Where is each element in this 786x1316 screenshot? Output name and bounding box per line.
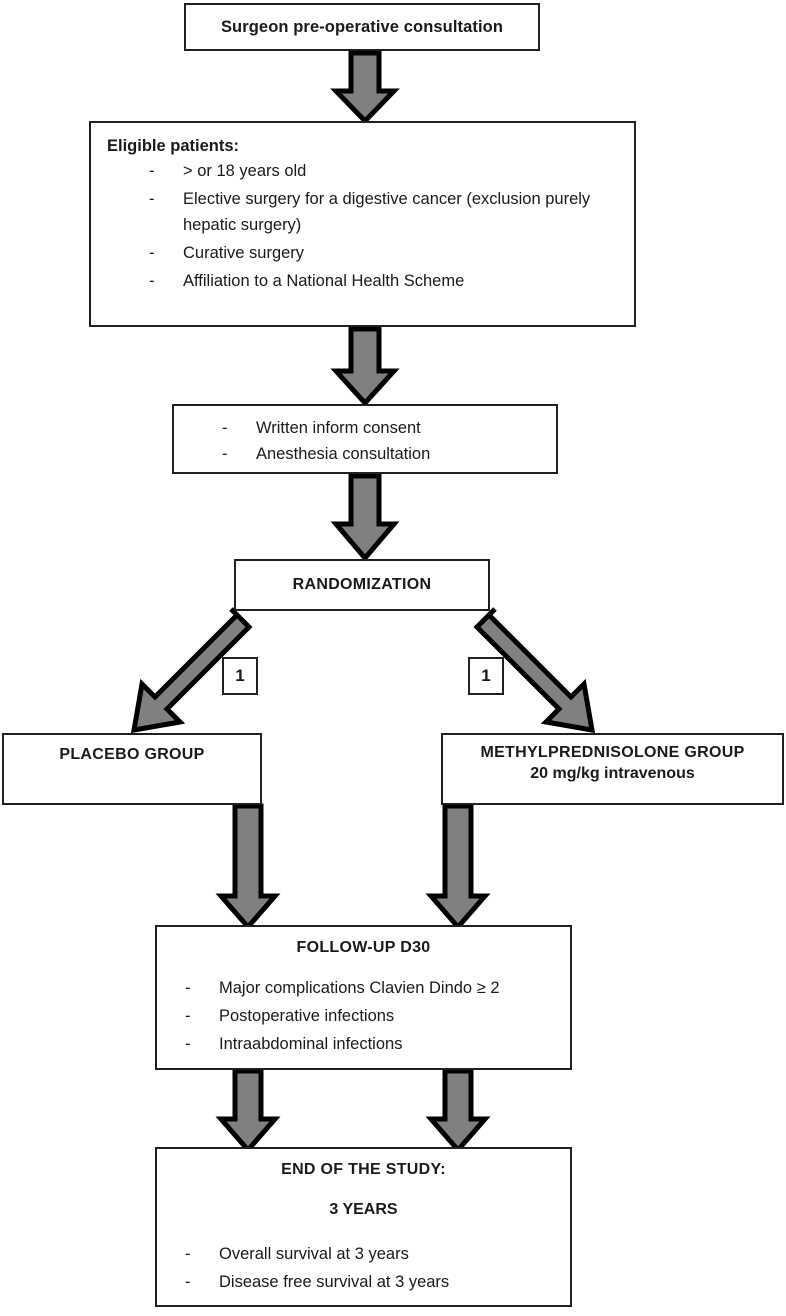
eligible-heading: Eligible patients: <box>107 137 240 155</box>
node-surgeon-consultation: Surgeon pre-operative consultation <box>184 3 540 51</box>
list-item: - Affiliation to a National Health Schem… <box>149 268 622 294</box>
list-item: - Written inform consent <box>222 415 546 441</box>
followup-outcome: Postoperative infections <box>219 1007 395 1025</box>
list-item: - Disease free survival at 3 years <box>185 1269 562 1295</box>
list-item: - Major complications Clavien Dindo ≥ 2 <box>185 975 562 1001</box>
bullet-dash-icon: - <box>185 1007 191 1025</box>
bullet-dash-icon: - <box>222 445 228 463</box>
node-randomization: RANDOMIZATION <box>234 559 490 611</box>
node-consent-anesthesia: - Written inform consent - Anesthesia co… <box>172 404 558 474</box>
consent-item: Anesthesia consultation <box>256 445 431 463</box>
end-outcome: Overall survival at 3 years <box>219 1245 409 1263</box>
eligible-criteria-list: - > or 18 years old - Elective surgery f… <box>107 158 622 294</box>
arrow-consultation-to-eligible <box>330 50 400 125</box>
list-item: - Anesthesia consultation <box>222 441 546 467</box>
followup-heading: FOLLOW-UP D30 <box>296 939 431 956</box>
node-followup-d30: FOLLOW-UP D30 - Major complications Clav… <box>155 925 572 1070</box>
end-outcomes-list: - Overall survival at 3 years - Disease … <box>165 1241 562 1295</box>
list-item: - > or 18 years old <box>149 158 622 184</box>
allocation-ratio-left: 1 <box>222 657 258 695</box>
list-item: - Overall survival at 3 years <box>185 1241 562 1267</box>
bullet-dash-icon: - <box>185 1245 191 1263</box>
consent-item: Written inform consent <box>256 419 421 437</box>
bullet-dash-icon: - <box>149 244 155 262</box>
arrow-placebo-to-followup <box>215 803 281 931</box>
arrow-consent-to-randomization <box>330 473 400 562</box>
arrow-followup-to-end-right <box>425 1068 491 1154</box>
arrow-randomization-to-placebo <box>130 607 253 734</box>
arrow-methylprednisolone-to-followup <box>425 803 491 931</box>
eligible-criterion: Affiliation to a National Health Scheme <box>183 272 465 290</box>
arrow-eligible-to-consent <box>330 326 400 407</box>
bullet-dash-icon: - <box>149 272 155 290</box>
end-duration: 3 YEARS <box>329 1201 398 1218</box>
followup-outcome: Major complications Clavien Dindo ≥ 2 <box>219 979 500 997</box>
list-item: - Elective surgery for a digestive cance… <box>149 186 622 238</box>
node-methylprednisolone-group: METHYLPREDNISOLONE GROUP 20 mg/kg intrav… <box>441 733 784 805</box>
allocation-ratio-right: 1 <box>468 657 504 695</box>
bullet-dash-icon: - <box>185 1273 191 1291</box>
followup-outcomes-list: - Major complications Clavien Dindo ≥ 2 … <box>165 975 562 1057</box>
randomization-label: RANDOMIZATION <box>292 576 432 593</box>
bullet-dash-icon: - <box>149 162 155 180</box>
methylprednisolone-dose: 20 mg/kg intravenous <box>530 765 695 782</box>
methylprednisolone-label: METHYLPREDNISOLONE GROUP <box>480 744 745 761</box>
consent-list: - Written inform consent - Anesthesia co… <box>184 415 546 467</box>
node-end-of-study: END OF THE STUDY: 3 YEARS - Overall surv… <box>155 1147 572 1307</box>
list-item: - Intraabdominal infections <box>185 1031 562 1057</box>
bullet-dash-icon: - <box>222 419 228 437</box>
placebo-label: PLACEBO GROUP <box>59 746 205 763</box>
eligible-criterion: Curative surgery <box>183 244 305 262</box>
bullet-dash-icon: - <box>149 190 155 208</box>
end-heading: END OF THE STUDY: <box>281 1161 446 1178</box>
list-item: - Curative surgery <box>149 240 622 266</box>
node-placebo-group: PLACEBO GROUP <box>2 733 262 805</box>
arrow-followup-to-end-left <box>215 1068 281 1154</box>
bullet-dash-icon: - <box>185 979 191 997</box>
eligible-criterion: Elective surgery for a digestive cancer … <box>183 190 591 234</box>
node-eligible-patients: Eligible patients: - > or 18 years old -… <box>89 121 636 327</box>
followup-outcome: Intraabdominal infections <box>219 1035 403 1053</box>
end-outcome: Disease free survival at 3 years <box>219 1273 450 1291</box>
arrow-randomization-to-methylprednisolone <box>473 607 596 734</box>
list-item: - Postoperative infections <box>185 1003 562 1029</box>
eligible-criterion: > or 18 years old <box>183 162 307 180</box>
bullet-dash-icon: - <box>185 1035 191 1053</box>
consultation-label: Surgeon pre-operative consultation <box>220 17 504 36</box>
